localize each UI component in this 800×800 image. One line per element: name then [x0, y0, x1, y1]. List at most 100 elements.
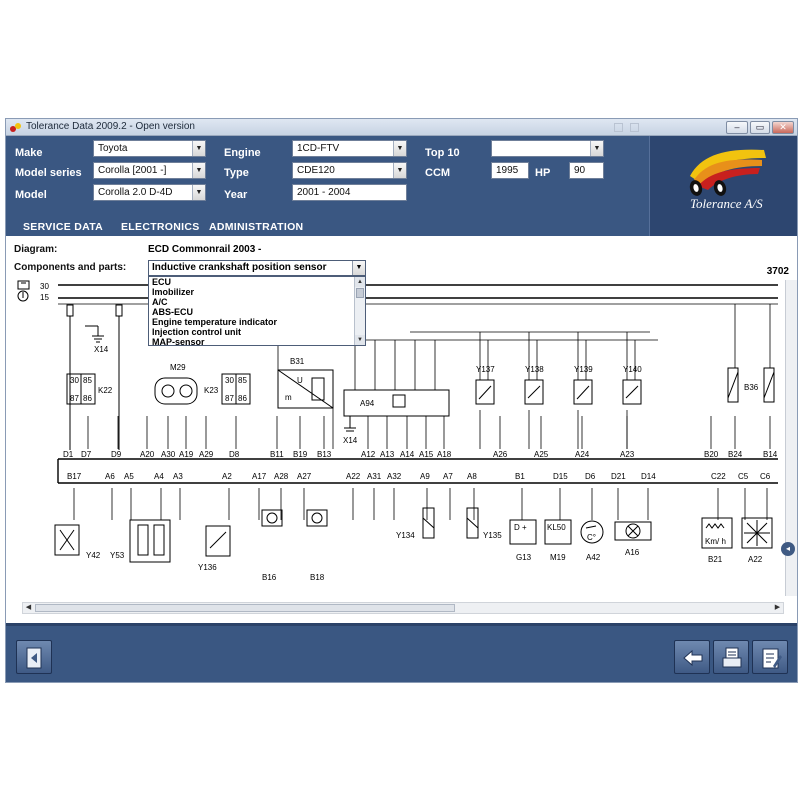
- component-label: Y139: [574, 365, 593, 374]
- ecu-pin-label: D21: [611, 472, 626, 481]
- coils-y134-y135: [422, 507, 479, 539]
- hp-label: HP: [535, 167, 551, 179]
- component-label: Y53: [110, 551, 125, 560]
- component-label: G13: [516, 553, 532, 562]
- svg-text:87: 87: [70, 394, 79, 403]
- diagram-vertical-scrollbar[interactable]: ◂: [781, 280, 797, 596]
- scroll-up-icon[interactable]: ▲: [355, 277, 365, 287]
- model-select[interactable]: Corolla 2.0 D-4D ▼: [93, 184, 206, 201]
- dropdown-option[interactable]: ABS-ECU: [152, 307, 194, 317]
- component-label: X14: [343, 436, 358, 445]
- ecu-pin-label: A25: [534, 450, 549, 459]
- minimize-button[interactable]: –: [726, 121, 748, 134]
- scroll-thumb[interactable]: [356, 288, 364, 298]
- chevron-down-icon[interactable]: ▼: [393, 163, 406, 178]
- dropdown-option[interactable]: Engine temperature indicator: [152, 317, 278, 327]
- component-label: Y42: [86, 551, 101, 560]
- ecu-pin-label: A27: [297, 472, 312, 481]
- print-icon: [722, 647, 742, 668]
- sensor-b31: [277, 369, 334, 409]
- scroll-thumb[interactable]: [35, 604, 455, 612]
- make-select[interactable]: Toyota ▼: [93, 140, 206, 157]
- main-menu: SERVICE DATA ELECTRONICS ADMINISTRATION: [6, 219, 649, 236]
- menu-administration[interactable]: ADMINISTRATION: [209, 221, 304, 233]
- type-value: CDE120: [297, 165, 335, 176]
- chevron-down-icon[interactable]: ▼: [393, 141, 406, 156]
- diagram-horizontal-scrollbar[interactable]: ◀ ▶: [22, 602, 784, 614]
- back-button[interactable]: [674, 640, 710, 674]
- scroll-down-icon[interactable]: ▼: [355, 335, 365, 345]
- valve-y53: [129, 519, 171, 563]
- dropdown-option[interactable]: Injection control unit: [152, 327, 241, 337]
- chevron-down-icon[interactable]: ▼: [192, 163, 205, 178]
- ecu-pin-label: A13: [380, 450, 395, 459]
- svg-text:86: 86: [83, 394, 92, 403]
- injector-coil: [475, 379, 495, 405]
- component-label: M19: [550, 553, 566, 562]
- dropdown-option[interactable]: Imobilizer: [152, 287, 195, 297]
- ecu-pin-label: D8: [229, 450, 240, 459]
- exit-button[interactable]: [16, 640, 52, 674]
- component-label: B21: [708, 555, 723, 564]
- dropdown-option[interactable]: MAP-sensor: [152, 337, 205, 347]
- injector-mark: [527, 385, 541, 399]
- notes-button[interactable]: [752, 640, 788, 674]
- component-label: Y137: [476, 365, 495, 374]
- dropdown-option[interactable]: A/C: [152, 297, 168, 307]
- ccm-label: CCM: [425, 167, 451, 179]
- ecu-pin-label: A15: [419, 450, 434, 459]
- app-icon: [10, 123, 21, 132]
- rail-15-symbol: 15: [17, 290, 49, 302]
- relay-k22: [66, 373, 96, 405]
- ecu-pin-label: A14: [400, 450, 415, 459]
- type-select[interactable]: CDE120 ▼: [292, 162, 407, 179]
- ecu-pin-label: A6: [105, 472, 115, 481]
- injector-coil: [622, 379, 642, 405]
- component-label: B18: [310, 573, 325, 582]
- year-field[interactable]: 2001 - 2004: [292, 184, 407, 201]
- menu-electronics[interactable]: ELECTRONICS: [121, 221, 200, 233]
- hp-field[interactable]: 90: [569, 162, 604, 179]
- svg-text:85: 85: [83, 376, 92, 385]
- component-label: A22: [748, 555, 763, 564]
- ecu-pin-label: D9: [111, 450, 122, 459]
- ecu-bus: [57, 458, 778, 484]
- ghost-restore-icon: [630, 123, 639, 132]
- expand-panel-icon[interactable]: ◂: [781, 542, 795, 556]
- close-button[interactable]: ✕: [772, 121, 794, 134]
- ecu-pin-label: A8: [467, 472, 477, 481]
- top10-select[interactable]: ▼: [491, 140, 604, 157]
- relay-k23: [221, 373, 251, 405]
- components-select[interactable]: Inductive crankshaft position sensor ▼: [148, 260, 366, 276]
- dropdown-scrollbar[interactable]: ▲ ▼: [354, 277, 365, 345]
- component-label: Y140: [623, 365, 642, 374]
- ecu-pin-label: A31: [367, 472, 382, 481]
- ecu-pin-label: D7: [81, 450, 92, 459]
- rail-label: 30: [40, 282, 49, 291]
- vehicle-selection-header: Make Toyota ▼ Model series Corolla [2001…: [6, 136, 797, 236]
- chevron-down-icon[interactable]: ▼: [192, 185, 205, 200]
- menu-service-data[interactable]: SERVICE DATA: [23, 221, 104, 233]
- ccm-field[interactable]: 1995: [491, 162, 529, 179]
- model-series-select[interactable]: Corolla [2001 -] ▼: [93, 162, 206, 179]
- svg-text:D +: D +: [514, 523, 527, 532]
- tolerance-logo-icon: [689, 149, 766, 196]
- component-label: K23: [204, 386, 219, 395]
- model-value: Corolla 2.0 D-4D: [98, 187, 173, 198]
- chevron-down-icon[interactable]: ▼: [590, 141, 603, 156]
- ecu-pin-label: C6: [760, 472, 771, 481]
- chevron-down-icon[interactable]: ▼: [192, 141, 205, 156]
- ecu-pin-label: A2: [222, 472, 232, 481]
- model-label: Model: [15, 189, 47, 201]
- gauge-a42: [580, 520, 604, 544]
- print-button[interactable]: [713, 640, 749, 674]
- engine-select[interactable]: 1CD-FTV ▼: [292, 140, 407, 157]
- valve-y136: [205, 525, 231, 557]
- component-label: X14: [94, 345, 109, 354]
- chevron-down-icon[interactable]: ▼: [352, 261, 365, 275]
- dropdown-option[interactable]: ECU: [152, 277, 172, 287]
- restore-button[interactable]: ▭: [750, 121, 770, 134]
- scroll-left-icon[interactable]: ◀: [25, 604, 32, 611]
- scroll-right-icon[interactable]: ▶: [774, 604, 781, 611]
